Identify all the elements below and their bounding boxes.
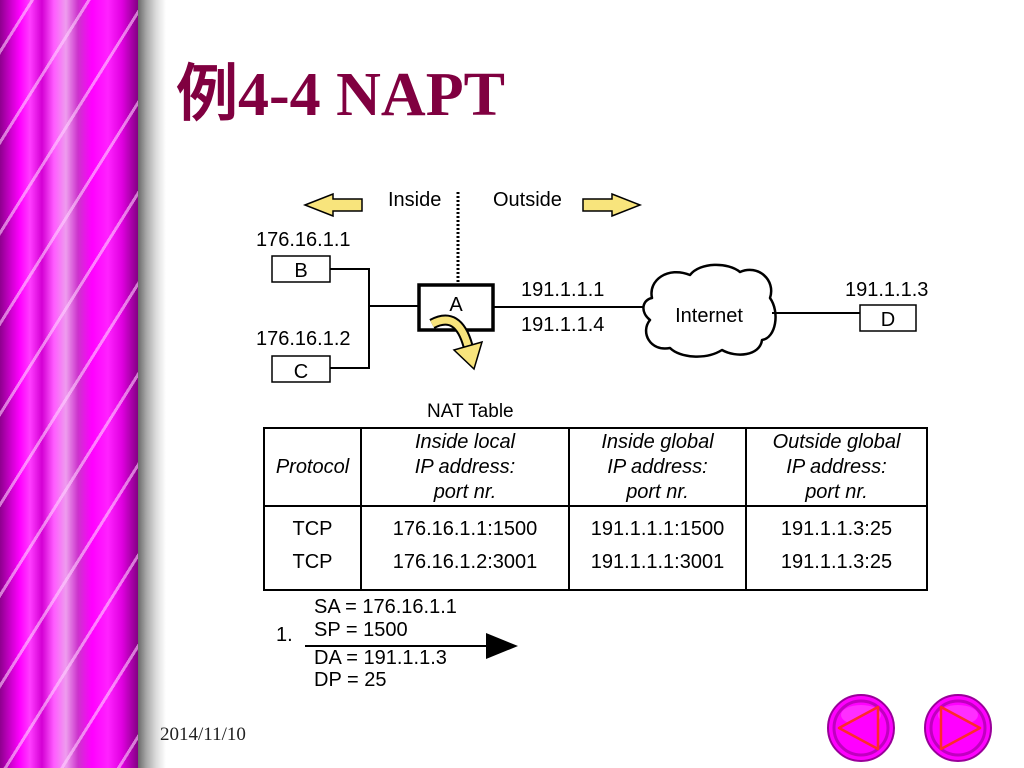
network-diagram: Inside Outside 176.16.1.1 B 176.16.1.2 C… bbox=[256, 189, 928, 422]
cell-outside-global: 191.1.1.3:25 bbox=[745, 540, 928, 591]
header-protocol: Protocol bbox=[263, 427, 362, 507]
triangle-left-icon bbox=[837, 705, 880, 751]
header-line: IP address: bbox=[607, 456, 708, 478]
slide-date: 2014/11/10 bbox=[160, 724, 246, 745]
header-line: Outside global bbox=[772, 431, 901, 453]
internet-cloud-icon bbox=[642, 263, 777, 358]
cell-inside-global: 191.1.1.1:1500 bbox=[568, 506, 747, 540]
cell-protocol: TCP bbox=[263, 506, 362, 540]
button-ring bbox=[832, 699, 890, 757]
packet-destination-address: DA = 191.1.1.3 bbox=[314, 647, 447, 669]
host-d-ip: 191.1.1.3 bbox=[845, 279, 928, 301]
nat-table-body: TCP 176.16.1.1:1500 191.1.1.1:1500 191.1… bbox=[263, 506, 928, 591]
header-line: IP address: bbox=[786, 456, 887, 478]
cell-inside-global: 191.1.1.1:3001 bbox=[568, 540, 747, 591]
curved-arrow-icon bbox=[429, 314, 484, 371]
cell-protocol: TCP bbox=[263, 540, 362, 591]
host-b-ip: 176.16.1.1 bbox=[256, 229, 351, 251]
outside-label: Outside bbox=[493, 189, 562, 211]
host-d-label: D bbox=[881, 309, 895, 331]
internet-label: Internet bbox=[675, 305, 743, 327]
cell-outside-global: 191.1.1.3:25 bbox=[745, 506, 928, 540]
packet-source-port: SP = 1500 bbox=[314, 619, 408, 641]
packet-source-address: SA = 176.16.1.1 bbox=[314, 596, 457, 618]
header-line: port nr. bbox=[626, 481, 689, 503]
nat-table: Protocol Inside local IP address: port n… bbox=[263, 427, 928, 591]
header-line: Inside global bbox=[601, 431, 714, 453]
cell-inside-local: 176.16.1.2:3001 bbox=[360, 540, 570, 591]
button-ring bbox=[929, 699, 987, 757]
device-a-outside-ip-2: 191.1.1.4 bbox=[521, 314, 604, 336]
header-line: IP address: bbox=[414, 456, 516, 478]
cell-inside-local: 176.16.1.1:1500 bbox=[360, 506, 570, 540]
host-c-ip: 176.16.1.2 bbox=[256, 328, 351, 350]
packet-destination-port: DP = 25 bbox=[314, 669, 386, 691]
device-a-label: A bbox=[449, 294, 463, 316]
device-a-outside-ip-1: 191.1.1.1 bbox=[521, 279, 604, 301]
table-row: TCP 176.16.1.2:3001 191.1.1.1:3001 191.1… bbox=[263, 540, 928, 591]
prev-slide-icon bbox=[827, 694, 895, 762]
host-d-box bbox=[859, 304, 917, 332]
inside-label: Inside bbox=[388, 189, 441, 211]
outside-arrow-icon bbox=[582, 192, 643, 218]
next-slide-icon bbox=[924, 694, 992, 762]
header-inside-local: Inside local IP address: port nr. bbox=[360, 427, 570, 507]
stripe-band-shadow bbox=[138, 0, 166, 768]
table-row: TCP 176.16.1.1:1500 191.1.1.1:1500 191.1… bbox=[263, 506, 928, 540]
packet-annotation: 1. SA = 176.16.1.1 SP = 1500 DA = 191.1.… bbox=[276, 596, 518, 691]
header-line: Protocol bbox=[275, 455, 350, 478]
host-b-box bbox=[271, 255, 331, 283]
arrow-right-icon bbox=[486, 633, 518, 659]
nat-table-header-row: Protocol Inside local IP address: port n… bbox=[263, 427, 928, 507]
triangle-right-icon bbox=[939, 705, 982, 751]
packet-step-number: 1. bbox=[276, 624, 293, 646]
nat-table-caption: NAT Table bbox=[427, 401, 514, 422]
header-outside-global: Outside global IP address: port nr. bbox=[745, 427, 928, 507]
decorative-stripe-band bbox=[0, 0, 138, 768]
slide-title: 例4-4 NAPT bbox=[176, 61, 505, 129]
curved-arrow-head bbox=[452, 340, 484, 371]
header-line: Inside local bbox=[414, 431, 516, 453]
header-inside-global: Inside global IP address: port nr. bbox=[568, 427, 747, 507]
next-slide-button[interactable] bbox=[923, 693, 993, 763]
host-c-label: C bbox=[294, 361, 308, 383]
prev-slide-button[interactable] bbox=[826, 693, 896, 763]
header-line: port nr. bbox=[805, 481, 868, 503]
curved-arrow-body bbox=[430, 316, 472, 348]
inside-arrow-icon bbox=[302, 192, 363, 218]
host-b-label: B bbox=[294, 260, 307, 282]
header-line: port nr. bbox=[433, 481, 497, 503]
nat-table-head: Protocol Inside local IP address: port n… bbox=[263, 427, 928, 507]
host-c-box bbox=[271, 355, 331, 383]
